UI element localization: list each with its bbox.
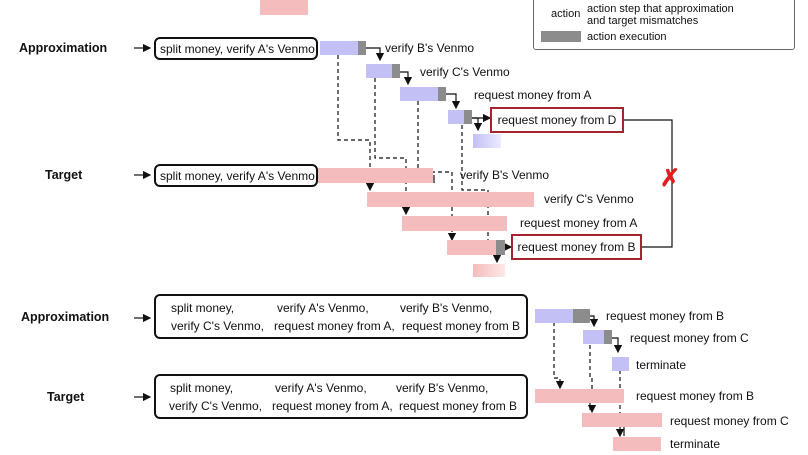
approx-bar-2	[366, 64, 392, 78]
bottom-target-step-3: terminate	[670, 437, 721, 451]
target-bar-3	[402, 216, 507, 231]
approx-box-r2c3: request money from B	[402, 319, 521, 333]
approx-bar-3	[400, 87, 438, 101]
bottom-target-step-2: request money from C	[670, 414, 789, 428]
target-box-r2c3: request money from B	[399, 399, 518, 413]
legend-execution-swatch	[541, 31, 581, 42]
target-bar-fragment	[260, 0, 308, 15]
target-bar-1	[318, 168, 433, 183]
bottom-approx-bar-1	[535, 309, 573, 323]
target-bar-2	[367, 192, 534, 207]
bottom-approx-exec-1	[573, 309, 590, 323]
bottom-approx-bar-3	[612, 357, 629, 371]
legend	[533, 0, 795, 50]
target-box-r1c1: split money,	[170, 381, 234, 395]
approx-box-r1c2: verify A's Venmo,	[277, 301, 369, 315]
approx-bar-1	[320, 41, 358, 55]
approx-exec-3	[438, 87, 446, 101]
target-box-r1c2: verify A's Venmo,	[275, 381, 367, 395]
bottom-target-step-1: request money from B	[636, 389, 755, 403]
approx-bar-5	[473, 134, 501, 148]
approx-box-r2c2: request money from A,	[274, 319, 395, 333]
target-step-3: request money from A	[520, 216, 638, 230]
approx-exec-1	[358, 41, 366, 55]
bottom-target-bar-3	[613, 437, 661, 451]
top-target-label: Target	[45, 168, 83, 182]
approx-exec-2	[392, 64, 400, 78]
mismatch-cross-icon: ✗	[660, 165, 681, 192]
target-bar-4	[447, 240, 496, 255]
legend-mismatch-line2: and target mismatches	[587, 15, 699, 27]
target-step-2: verify C's Venmo	[544, 192, 634, 206]
approx-step-2: verify C's Venmo	[420, 65, 510, 79]
bottom-approximation-box: split money, verify A's Venmo, verify B'…	[154, 294, 528, 339]
legend-execution-text: action execution	[587, 31, 667, 43]
bottom-target-box: split money, verify A's Venmo, verify B'…	[154, 374, 528, 419]
top-approximation-box: split money, verify A's Venmo	[154, 37, 318, 60]
top-approximation-label: Approximation	[19, 41, 108, 55]
bottom-approx-step-2: request money from C	[630, 331, 749, 345]
target-box-r2c2: request money from A,	[272, 399, 393, 413]
mismatch-target-box: request money from B	[511, 234, 642, 260]
target-box-r1c3: verify B's Venmo,	[396, 381, 489, 395]
approx-box-r2c1: verify C's Venmo,	[171, 319, 264, 333]
bottom-approx-step-3: terminate	[636, 358, 687, 372]
approx-exec-4	[464, 110, 472, 124]
mismatch-approx-box: request money from D	[490, 107, 624, 133]
legend-mismatch-line1: action step that approximation	[587, 3, 734, 15]
bottom-approximation-label: Approximation	[21, 310, 110, 324]
target-step-1: verify B's Venmo	[460, 168, 549, 182]
approx-bar-4	[448, 110, 464, 124]
bottom-target-bar-1	[535, 389, 624, 403]
legend-action-label: action	[551, 8, 581, 20]
target-exec-4	[496, 240, 505, 255]
bottom-approx-bar-2	[583, 330, 604, 344]
approx-step-1: verify B's Venmo	[385, 41, 474, 55]
bottom-approx-exec-2	[604, 330, 612, 344]
target-bar-5	[473, 264, 505, 277]
top-target-box: split money, verify A's Venmo	[154, 164, 318, 187]
bottom-approx-step-1: request money from B	[606, 309, 725, 323]
target-box-r2c1: verify C's Venmo,	[169, 399, 262, 413]
approx-box-r1c3: verify B's Venmo,	[400, 301, 493, 315]
approx-step-3: request money from A	[474, 88, 592, 102]
bottom-target-label: Target	[47, 390, 85, 404]
approx-box-r1c1: split money,	[171, 301, 235, 315]
bottom-target-bar-2	[582, 413, 662, 427]
